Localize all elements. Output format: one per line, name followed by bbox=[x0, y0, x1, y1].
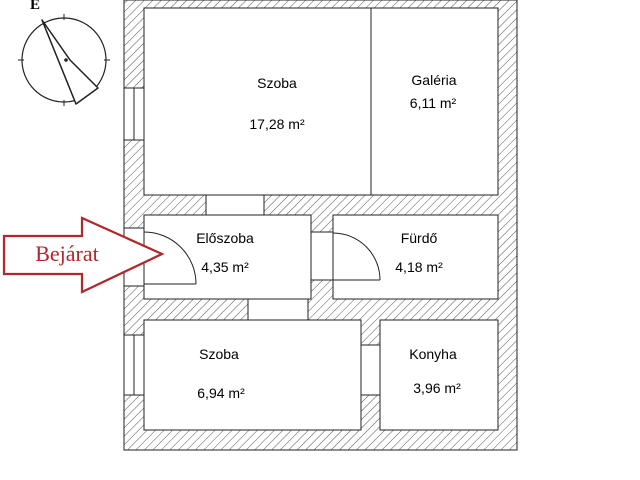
compass-north-label: É bbox=[30, 0, 40, 13]
room-label-name: Galéria bbox=[411, 72, 456, 88]
room-label-area: 4,35 m² bbox=[201, 259, 249, 275]
doorway-szoba-eloszoba bbox=[205, 194, 265, 216]
room-floor-galeria bbox=[370, 7, 499, 196]
room-label-area: 6,11 m² bbox=[410, 95, 457, 111]
room-label-name: Fürdő bbox=[401, 230, 438, 246]
doorway-eloszoba-furdo bbox=[310, 231, 334, 281]
doorway-szoba-konyha bbox=[360, 344, 381, 396]
room-label-area: 6,94 m² bbox=[197, 385, 245, 401]
door-swing-entrance bbox=[143, 231, 197, 285]
room-label-name: Előszoba bbox=[196, 230, 254, 246]
room-label-name: Szoba bbox=[199, 346, 239, 362]
room-label-name: Konyha bbox=[409, 346, 457, 362]
entrance-label: Bejárat bbox=[35, 241, 99, 266]
room-label-name: Szoba bbox=[257, 75, 297, 91]
room-label-area: 17,28 m² bbox=[249, 116, 305, 132]
window-left-upper bbox=[123, 87, 145, 141]
room-label-area: 3,96 m² bbox=[413, 380, 461, 396]
room-floor-szoba-small bbox=[143, 319, 362, 431]
room-floor-konyha bbox=[379, 319, 499, 431]
room-floor-eloszoba bbox=[143, 214, 312, 300]
door-swing-bathroom bbox=[332, 232, 381, 281]
window-left-lower bbox=[123, 334, 145, 396]
room-floor-szoba-large bbox=[143, 7, 372, 196]
room-label-area: 4,18 m² bbox=[395, 259, 443, 275]
compass-icon bbox=[18, 14, 110, 106]
entrance-arrow-icon bbox=[2, 216, 165, 294]
doorway-eloszoba-szoba bbox=[247, 298, 309, 321]
room-floor-furdo bbox=[332, 214, 499, 300]
